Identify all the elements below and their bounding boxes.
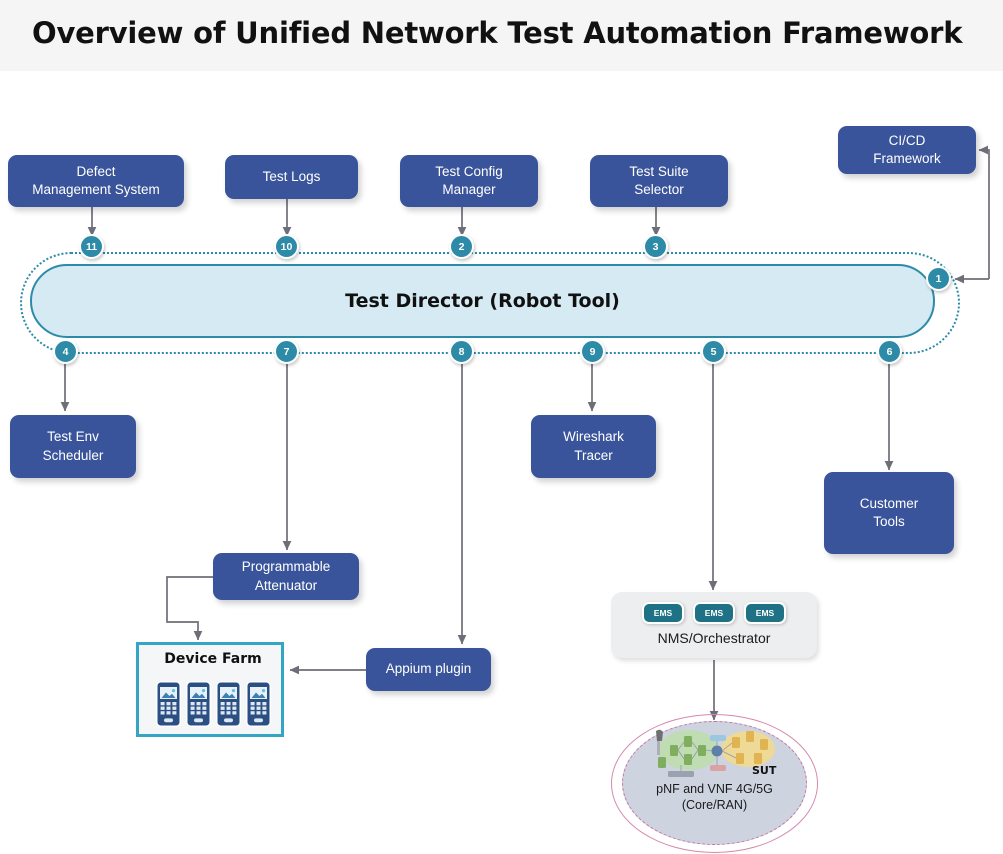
marker-7[interactable]: 7 [274,339,299,364]
device-farm-group[interactable]: Device Farm [136,642,284,737]
smartphone-icon [245,681,271,727]
node-appium-plugin[interactable]: Appium plugin [366,648,491,691]
sut-caption: pNF and VNF 4G/5G(Core/RAN) [656,782,773,812]
test-director-hub[interactable]: Test Director (Robot Tool) [30,264,935,338]
device-list [139,675,287,733]
marker-4[interactable]: 4 [53,339,78,364]
test-director-label: Test Director (Robot Tool) [345,290,620,312]
node-label: Test Logs [262,168,321,184]
page-title: Overview of Unified Network Test Automat… [32,16,963,50]
sut-tag: SUT [752,764,777,777]
device-farm-label: Device Farm [164,651,262,667]
smartphone-icon [185,681,211,727]
node-label: Appium plugin [385,661,472,677]
marker-9[interactable]: 9 [580,339,605,364]
sut-outer-ellipse [611,714,818,853]
ems-list: EMS EMS EMS [611,601,817,625]
marker-5[interactable]: 5 [701,339,726,364]
marker-6[interactable]: 6 [877,339,902,364]
network-topology-icon [656,729,775,777]
smartphone-icon [215,681,241,727]
marker-1[interactable]: 1 [926,266,951,291]
nms-orchestrator-group[interactable]: EMS EMS EMS NMS/Orchestrator [611,592,817,658]
nms-label: NMS/Orchestrator [657,630,771,646]
marker-2[interactable]: 2 [449,234,474,259]
smartphone-icon [155,681,181,727]
marker-8[interactable]: 8 [449,339,474,364]
test-director-outline [20,252,960,354]
ems-badge[interactable]: EMS [744,602,786,624]
marker-3[interactable]: 3 [643,234,668,259]
marker-11[interactable]: 11 [79,234,104,259]
ems-badge[interactable]: EMS [693,602,735,624]
title-bar: Overview of Unified Network Test Automat… [0,0,1003,71]
ems-badge[interactable]: EMS [642,602,684,624]
marker-10[interactable]: 10 [274,234,299,259]
node-test-logs[interactable]: Test Logs [225,155,358,199]
